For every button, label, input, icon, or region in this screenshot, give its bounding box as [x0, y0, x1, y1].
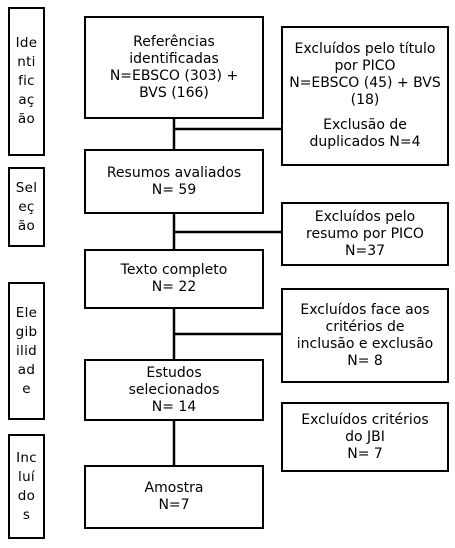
stage-incluidos: Inc luí do s	[8, 434, 45, 539]
step-estudos: Estudos selecionados N= 14	[84, 359, 264, 421]
stage-elegibilidade: Ele gib ilid ad e	[8, 282, 45, 420]
exclusion-criterios: Excluídos face aos critérios de inclusão…	[281, 288, 449, 383]
step-referencias-line: Referências	[133, 33, 215, 50]
exclusion-titulo-line: por PICO	[334, 58, 396, 74]
stage-identificacao: Ide nti fic aç ão	[8, 7, 45, 156]
stage-selecao: Sel eç ão	[8, 167, 45, 247]
step-texto: Texto completo N= 22	[84, 249, 264, 309]
exclusion-titulo-line: Exclusão de	[323, 117, 407, 133]
exclusion-titulo-line: Excluídos pelo título	[294, 41, 436, 57]
step-texto-line: N= 22	[151, 279, 197, 295]
stage-elegibilidade-line: ilid	[15, 342, 38, 359]
stage-selecao-line: eç	[18, 198, 35, 215]
stage-incluidos-line: Inc	[16, 449, 37, 466]
stage-selecao-line: ão	[17, 217, 36, 234]
stage-elegibilidade-line: ad	[17, 361, 36, 378]
exclusion-jbi-line: do JBI	[345, 428, 385, 445]
stage-identificacao-line: fic	[18, 73, 35, 89]
stage-identificacao-line: ão	[17, 111, 36, 127]
stage-identificacao-line: nti	[17, 54, 36, 70]
stage-elegibilidade-line: gib	[15, 323, 38, 340]
step-referencias: Referências identificadas N=EBSCO (303) …	[84, 16, 264, 119]
stage-incluidos-line: do	[17, 487, 36, 504]
step-referencias-line: BVS (166)	[139, 84, 209, 101]
step-referencias-line: N=EBSCO (303) +	[109, 67, 239, 84]
step-resumos-line: N= 59	[151, 181, 197, 198]
stage-elegibilidade-line: e	[22, 380, 31, 397]
stage-identificacao-line: Ide	[15, 35, 38, 51]
step-referencias-line: identificadas	[129, 50, 219, 67]
stage-elegibilidade-line: Ele	[15, 304, 38, 321]
exclusion-resumo-line: Excluídos pelo	[314, 208, 416, 225]
stage-incluidos-line: luí	[18, 468, 35, 485]
exclusion-jbi-line: N= 7	[347, 445, 383, 462]
step-resumos-line: Resumos avaliados	[106, 164, 242, 181]
exclusion-resumo: Excluídos pelo resumo por PICO N=37	[281, 202, 449, 266]
step-estudos-line: selecionados	[128, 381, 220, 398]
exclusion-criterios-line: inclusão e exclusão	[296, 335, 434, 352]
stage-selecao-line: Sel	[15, 179, 38, 196]
exclusion-resumo-line: N=37	[344, 242, 386, 259]
exclusion-criterios-line: Excluídos face aos	[300, 301, 430, 318]
exclusion-titulo-line: (18)	[350, 92, 380, 108]
exclusion-jbi: Excluídos critérios do JBI N= 7	[281, 402, 449, 472]
exclusion-titulo-line: N=EBSCO (45) + BVS	[289, 75, 441, 91]
step-amostra-line: Amostra	[144, 480, 204, 496]
step-amostra-line: N=7	[158, 497, 190, 513]
step-texto-line: Texto completo	[120, 262, 228, 278]
step-amostra: Amostra N=7	[84, 465, 264, 529]
exclusion-titulo: Excluídos pelo título por PICO N=EBSCO (…	[281, 26, 449, 166]
stage-identificacao-line: aç	[18, 92, 35, 108]
step-estudos-line: N= 14	[151, 398, 197, 415]
exclusion-criterios-line: N= 8	[347, 352, 383, 369]
step-resumos: Resumos avaliados N= 59	[84, 149, 264, 214]
step-estudos-line: Estudos	[146, 364, 202, 381]
exclusion-resumo-line: resumo por PICO	[306, 225, 424, 242]
exclusion-titulo-line: duplicados N=4	[309, 134, 421, 150]
exclusion-jbi-line: Excluídos critérios	[301, 411, 429, 428]
exclusion-criterios-line: critérios de	[325, 318, 405, 335]
stage-incluidos-line: s	[22, 506, 31, 523]
